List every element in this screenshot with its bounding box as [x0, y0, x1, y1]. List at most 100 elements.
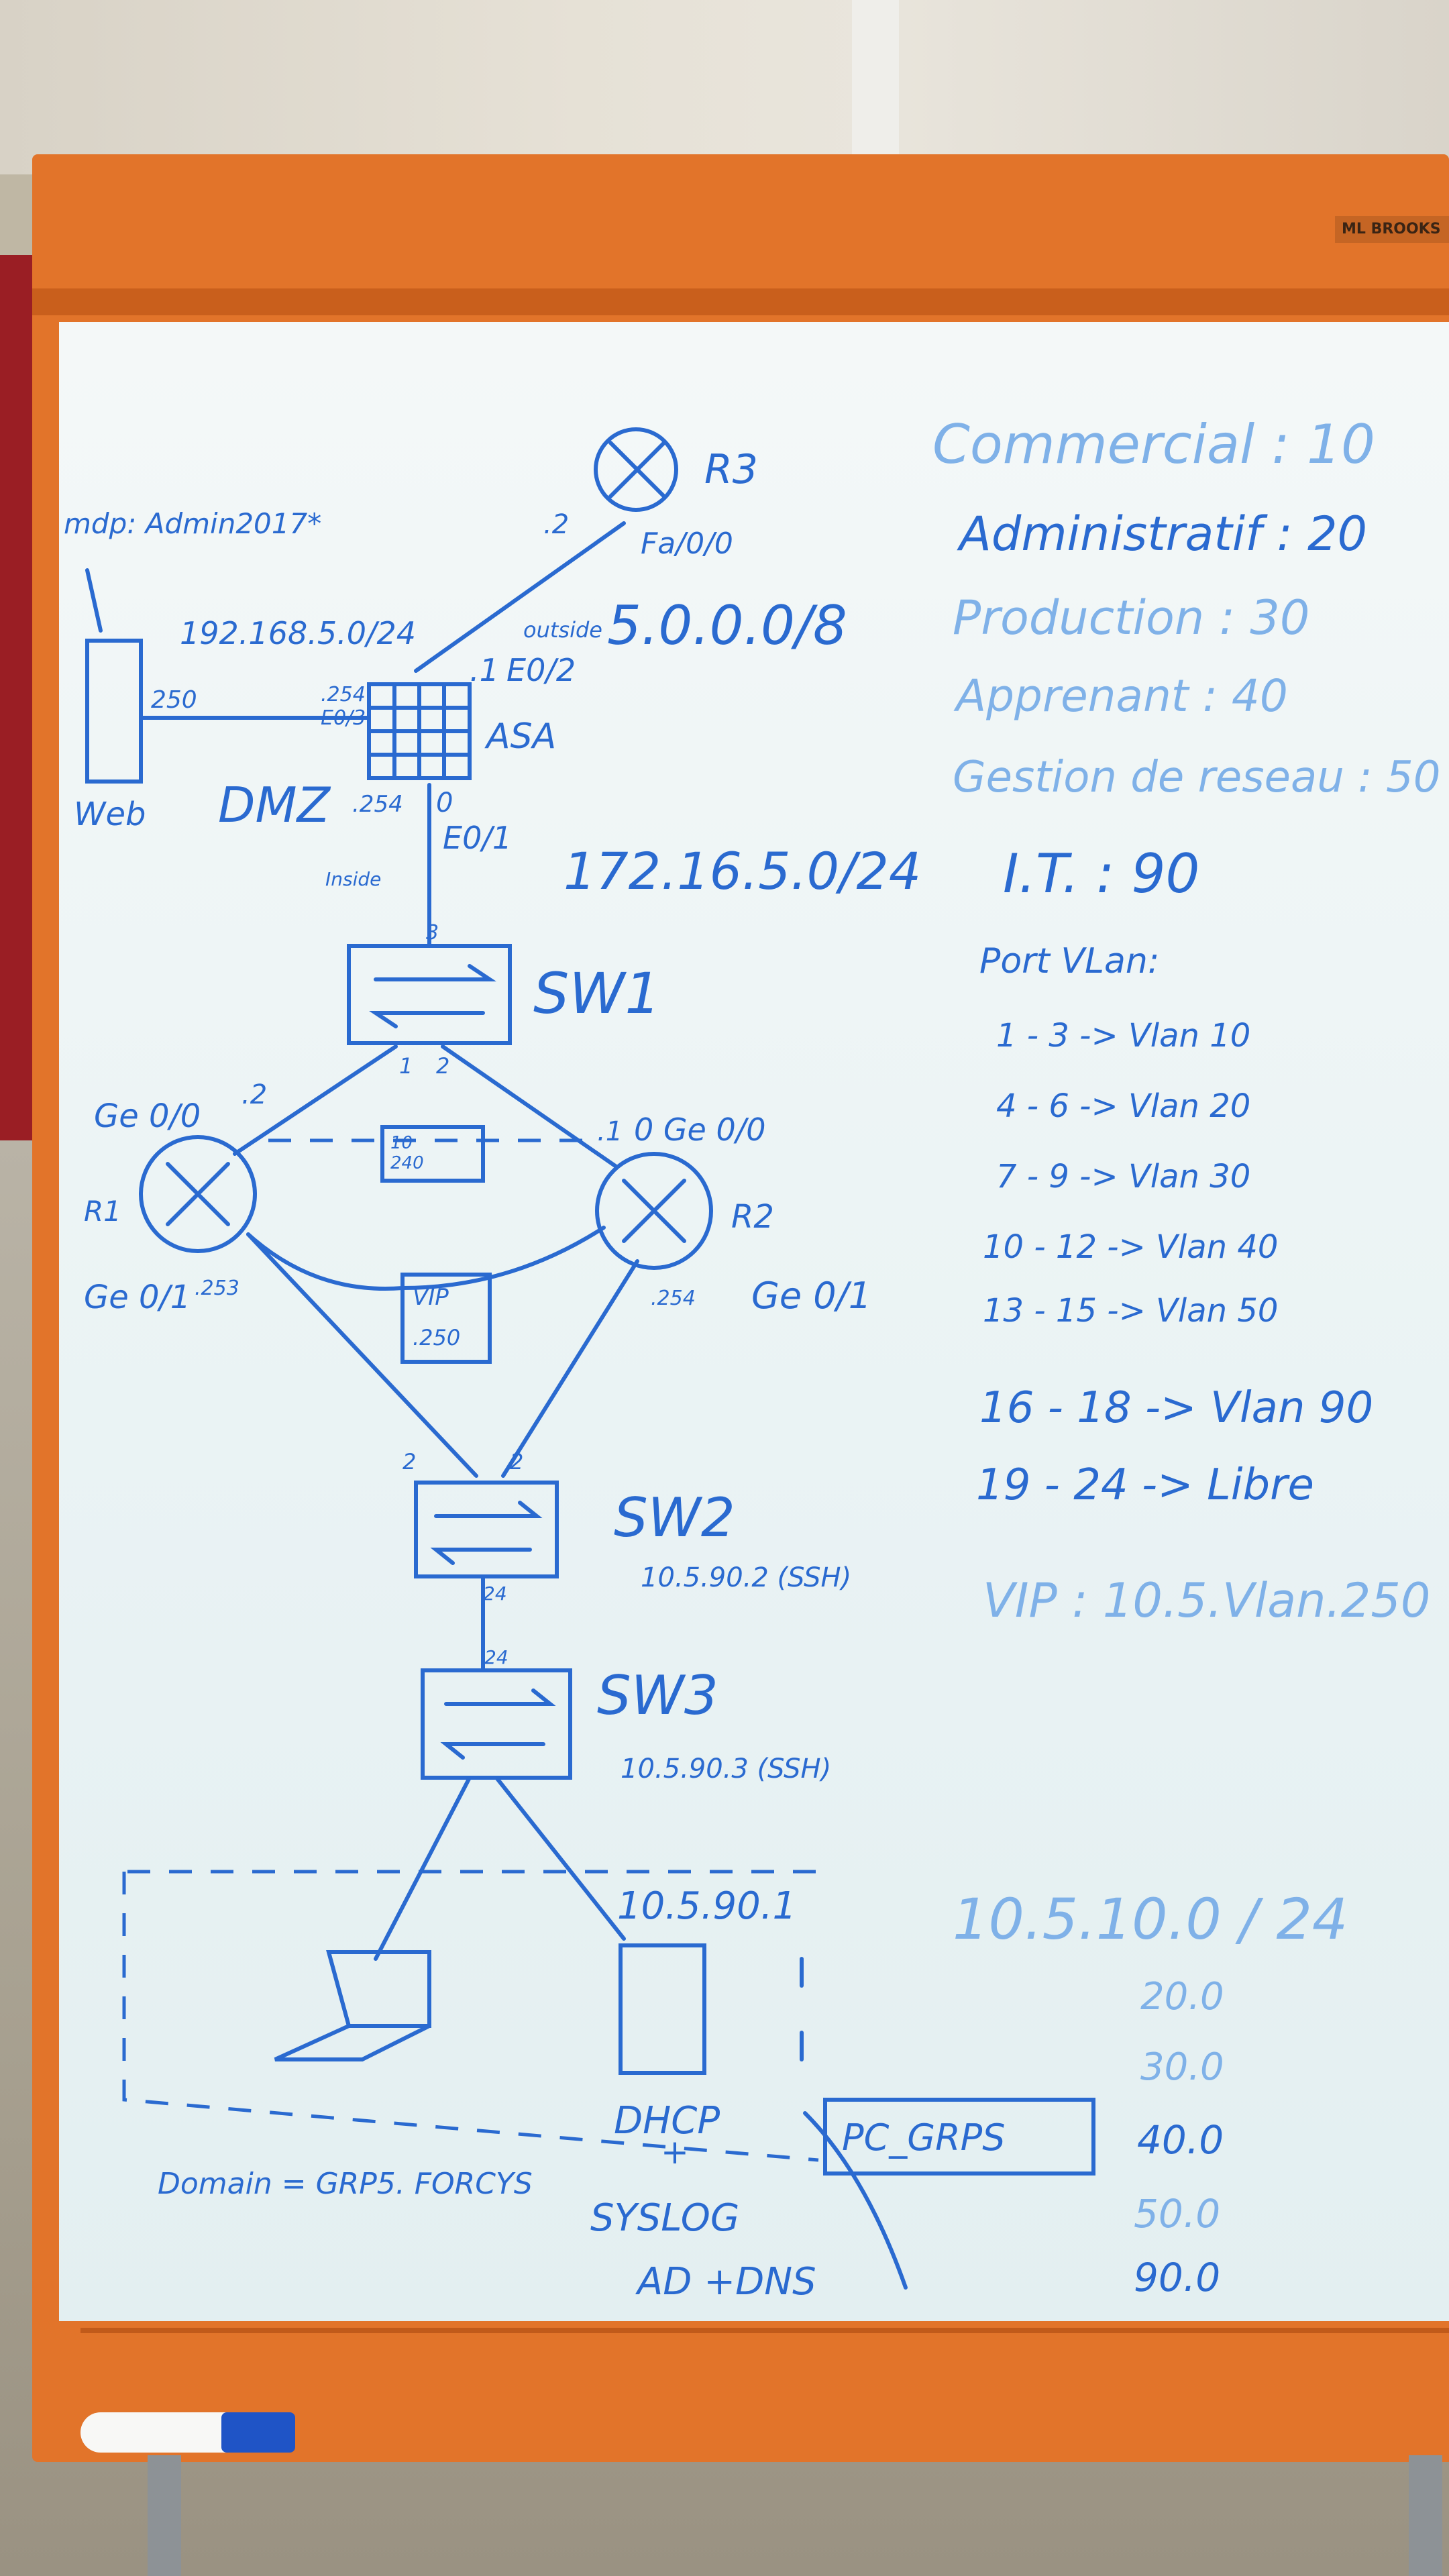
r1-g1: Ge 0/1: [84, 1279, 191, 1316]
easel-leg-right: [1409, 2455, 1442, 2576]
sw1-port1: 1: [399, 1053, 413, 1079]
web-password-arrow: [85, 568, 103, 633]
dmz-network: 192.168.5.0/24: [180, 615, 416, 651]
subnet-50: 50.0: [1134, 2191, 1220, 2237]
subnet-90: 90.0: [1134, 2255, 1220, 2300]
pc-groups-box: [823, 2098, 1095, 2176]
sw2-ip: 10.5.90.2 (SSH): [641, 1562, 851, 1593]
easel-leg-left: [148, 2455, 181, 2576]
vip-note: VIP : 10.5.Vlan.250: [983, 1573, 1430, 1628]
sw2-port1: 2: [402, 1449, 416, 1474]
vlan-3: Production : 30: [953, 590, 1309, 645]
r1-g1-ip: .253: [195, 1277, 239, 1300]
port-vlan-1: 1 - 3 -> Vlan 10: [996, 1017, 1250, 1055]
web-ip: 250: [151, 686, 197, 714]
r2-ip: .1: [597, 1116, 623, 1147]
asa-outside: outside: [523, 617, 602, 643]
sw1-port-top: 3: [426, 921, 439, 945]
subnet-30: 30.0: [1140, 2045, 1224, 2089]
r2-g1-ip: .254: [651, 1287, 696, 1310]
server-role-syslog: SYSLOG: [590, 2196, 739, 2240]
hsrp-box-text: 10: [390, 1133, 413, 1153]
background-wall: [0, 0, 1449, 174]
r3-ip: .2: [543, 509, 569, 540]
hsrp-box: [380, 1125, 485, 1183]
pc-laptop-icon: [326, 1950, 431, 2028]
sw1-port2: 2: [436, 1053, 449, 1079]
asa-dmz-ip: .254: [321, 683, 366, 706]
marker-tray: [80, 2328, 1449, 2462]
dmz-ip2: .254: [352, 791, 403, 818]
domain-label: Domain = GRP5. FORCYS: [158, 2167, 533, 2201]
sw3-switch-icon: [421, 1668, 572, 1780]
sw3-port-up: 24: [484, 1646, 508, 1668]
sw1-label: SW1: [533, 961, 661, 1026]
pc-zone-border-dash: [122, 1872, 819, 2162]
server-role-plus: +: [661, 2133, 689, 2171]
brand-label: ML BROOKS: [1335, 216, 1449, 243]
asa-dmz-port: E0/3: [321, 706, 366, 730]
sw3-to-server-link: [494, 1776, 626, 1941]
hsrp-box-text2: 240: [390, 1153, 424, 1173]
dmz-label: DMZ: [218, 777, 331, 833]
asa-inside-label: Inside: [325, 868, 381, 890]
flipchart-top-rail: [32, 288, 1449, 315]
r2-label: R2: [731, 1198, 774, 1236]
server-ip: 10.5.90.1: [617, 1884, 796, 1928]
outside-network: 5.0.0.0/8: [607, 594, 847, 657]
server-role-dhcp: DHCP: [614, 2099, 720, 2143]
r2-g0: 0 Ge 0/0: [634, 1112, 766, 1148]
sw1-to-r2-link: [441, 1044, 619, 1169]
inside-network: 172.16.5.0/24: [564, 841, 921, 901]
vip-box: [400, 1273, 492, 1364]
vlan-5: Gestion de reseau : 50: [953, 753, 1440, 802]
asa-outside-port: E0/2: [506, 652, 576, 688]
port-vlan-5: 13 - 15 -> Vlan 50: [983, 1292, 1278, 1330]
web-label: Web: [74, 796, 146, 833]
server-icon: [619, 1943, 706, 2075]
sw1-to-r1-link: [233, 1044, 398, 1156]
asa-outside-ip: .1: [470, 652, 499, 688]
web-server-icon: [85, 639, 143, 784]
sw2-label: SW2: [614, 1487, 735, 1549]
port-vlan-4: 10 - 12 -> Vlan 40: [983, 1228, 1278, 1266]
r1-to-sw2-link: [246, 1232, 478, 1478]
sw3-label: SW3: [597, 1664, 718, 1727]
port-vlan-title: Port VLan:: [979, 941, 1159, 981]
sw2-port2: 2: [510, 1449, 523, 1474]
r3-router-icon: [594, 427, 678, 512]
pc-group-label: PC_GRPS: [842, 2116, 1005, 2159]
wall-pillar: [852, 0, 899, 154]
subnet-40: 40.0: [1137, 2117, 1224, 2163]
port-vlan-7: 19 - 24 -> Libre: [976, 1460, 1314, 1510]
server-role-ad-dns: AD +DNS: [635, 2260, 816, 2304]
asa-inside-ip: 0: [436, 788, 453, 818]
r2-g1: Ge 0/1: [751, 1275, 871, 1317]
port-vlan-6: 16 - 18 -> Vlan 90: [979, 1383, 1373, 1433]
vip-box-ip: .250: [413, 1325, 460, 1350]
r1-label: R1: [84, 1195, 121, 1228]
sw1-switch-icon: [347, 944, 512, 1045]
asa-label: ASA: [484, 716, 556, 757]
r3-label: R3: [704, 446, 758, 493]
sw2-port-down: 24: [483, 1582, 507, 1605]
r2-router-icon: [595, 1152, 713, 1270]
sw3-to-pc-link: [374, 1776, 472, 1961]
vip-box-label: VIP: [413, 1284, 449, 1311]
vlan-2: Administratif : 20: [957, 506, 1367, 561]
whiteboard: [59, 322, 1449, 2321]
web-password: mdp: Admin2017*: [64, 507, 321, 540]
r1-vip-r2-link: [246, 1226, 606, 1291]
r3-port: Fa/0/0: [641, 527, 733, 561]
r1-ip: .2: [241, 1079, 267, 1110]
asa-inside-port: E0/1: [443, 820, 512, 856]
subnet-main: 10.5.10.0 / 24: [953, 1886, 1348, 1952]
pc-group-divider: [803, 2111, 908, 2290]
vlan-1: Commercial : 10: [932, 413, 1375, 476]
marker-cap: [221, 2412, 295, 2453]
r1-g0: Ge 0/0: [94, 1097, 201, 1135]
vlan-4: Apprenant : 40: [953, 670, 1288, 722]
vlan-6: I.T. : 90: [1003, 843, 1199, 905]
r2-to-sw2-link: [501, 1259, 639, 1478]
